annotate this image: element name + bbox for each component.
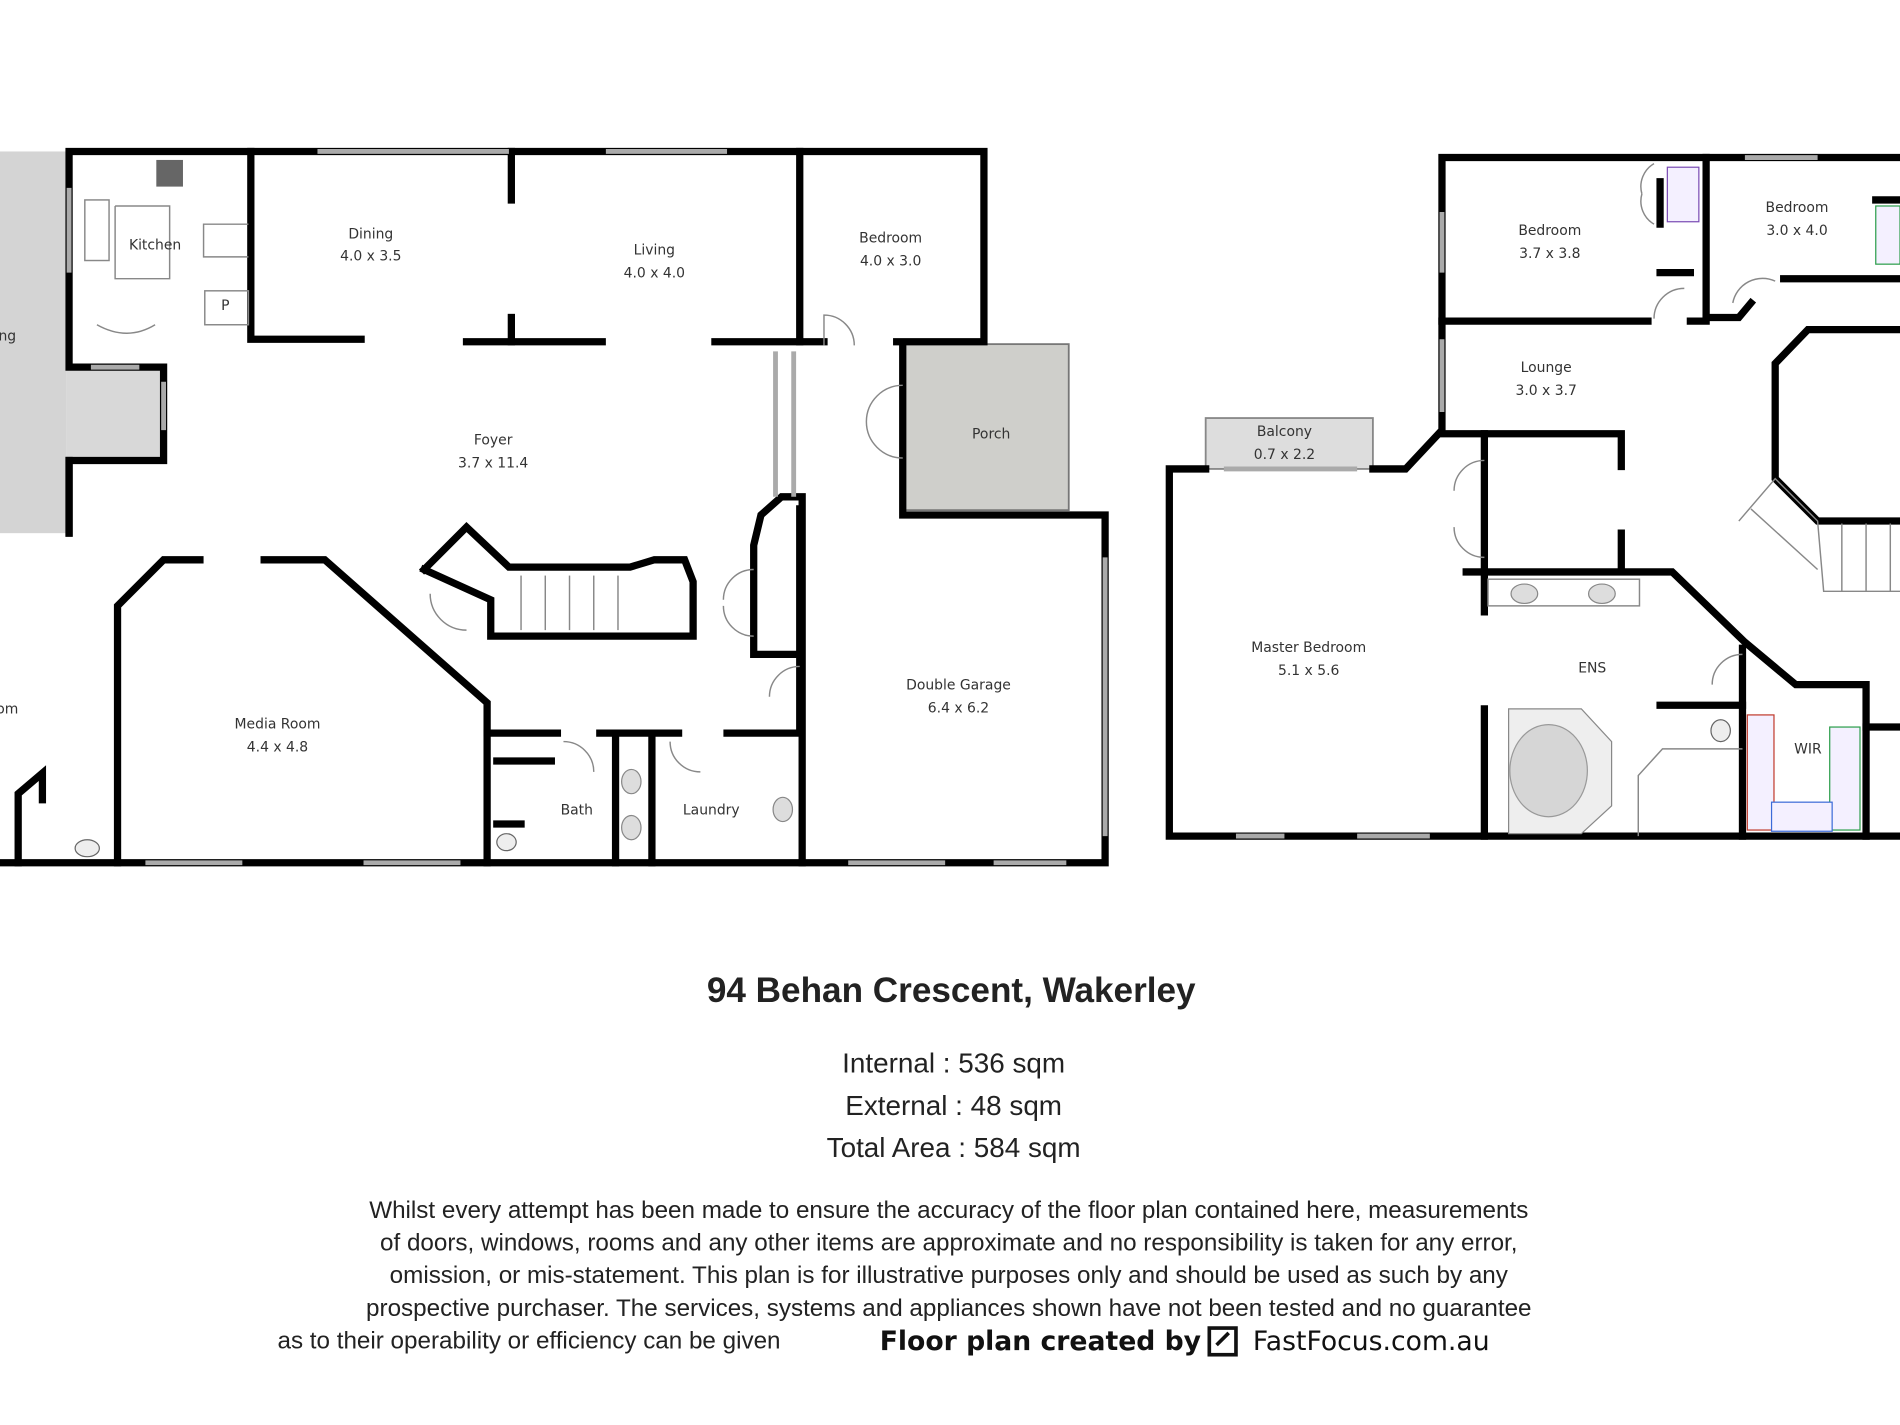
basin-icon <box>1587 583 1616 605</box>
walk-in-robe-shelving <box>1770 801 1833 832</box>
ground-walls <box>0 147 1109 867</box>
room-size-balcony: 0.7 x 2.2 <box>1254 447 1315 463</box>
room-label-living: Living <box>634 242 675 258</box>
upper-windows <box>1223 155 1818 839</box>
room-label-porch: Porch <box>972 427 1010 443</box>
address-title: 94 Behan Crescent, Wakerley <box>707 971 1196 1010</box>
room-size-media-room: 4.4 x 4.8 <box>247 739 308 755</box>
disclaimer-line: omission, or mis-statement. This plan is… <box>390 1262 1509 1289</box>
room-label-balcony: Balcony <box>1257 424 1312 440</box>
room-size-dining: 4.0 x 3.5 <box>340 249 401 265</box>
sink-icon <box>84 199 110 262</box>
porch-area <box>903 343 1070 512</box>
ground-fixtures <box>74 159 903 858</box>
credit-text: Floor plan created by <box>880 1326 1201 1357</box>
toilet-icon <box>74 839 100 858</box>
basin-icon <box>772 796 794 823</box>
fastfocus-logo-icon <box>1207 1326 1238 1357</box>
walk-in-robe-shelving <box>1829 726 1861 831</box>
room-label-media-room: Media Room <box>235 716 321 732</box>
room-label-lounge: Lounge <box>1521 360 1572 376</box>
brand-name: FastFocus.com.au <box>1253 1326 1490 1357</box>
room-size-master-bedroom: 5.1 x 5.6 <box>1278 663 1339 679</box>
cooktop-icon <box>156 159 183 187</box>
room-label-wir: WIR <box>1794 742 1822 758</box>
room-label-kitchen: Kitchen <box>129 238 181 254</box>
room-label-bath: Bath <box>561 802 593 818</box>
room-label-master-bedroom: Master Bedroom <box>1251 640 1366 656</box>
outdoor-patio-nook <box>66 367 164 461</box>
disclaimer-line: as to their operability or efficiency ca… <box>277 1328 780 1355</box>
toilet-icon <box>496 833 517 852</box>
room-label-dining: Dining <box>348 227 393 243</box>
disclaimer-line: prospective purchaser. The services, sys… <box>366 1295 1531 1322</box>
ground-room-labels: Kitchen Dining 4.0 x 3.5 Living 4.0 x 4.… <box>0 227 1011 819</box>
room-size-foyer: 3.7 x 11.4 <box>458 456 528 472</box>
ground-floor-plan: Kitchen Dining 4.0 x 3.5 Living 4.0 x 4.… <box>0 147 1109 867</box>
disclaimer-line: Whilst every attempt has been made to en… <box>369 1197 1528 1224</box>
toilet-icon <box>1710 719 1731 743</box>
upper-floor-plan: Bedroom 3.7 x 3.8 Bedroom 3.0 x 4.0 Loun… <box>1165 153 1900 840</box>
total-area: Total Area : 584 sqm <box>827 1132 1081 1163</box>
balcony-area <box>1204 417 1374 470</box>
wardrobe-icon <box>1875 205 1900 265</box>
room-label-pantry: P <box>221 298 229 314</box>
internal-area: Internal : 536 sqm <box>842 1047 1065 1078</box>
room-label-bedroom: Bedroom <box>859 230 922 246</box>
room-label-bedroom-2: Bedroom <box>1518 223 1581 239</box>
room-label-cutoff: om <box>0 702 18 718</box>
basin-icon <box>621 768 642 795</box>
room-size-lounge: 3.0 x 3.7 <box>1515 383 1576 399</box>
upper-walls <box>1165 153 1900 840</box>
room-size-bedroom-3: 3.0 x 4.0 <box>1766 223 1827 239</box>
room-size-living: 4.0 x 4.0 <box>624 265 685 281</box>
ground-windows <box>66 149 1108 866</box>
room-size-bedroom-2: 3.7 x 3.8 <box>1519 246 1580 262</box>
external-area: External : 48 sqm <box>845 1090 1062 1121</box>
basin-icon <box>1510 583 1539 605</box>
room-size-garage: 6.4 x 6.2 <box>928 701 989 717</box>
wardrobe-icon <box>1666 166 1700 223</box>
room-label-cutoff: ng <box>0 328 16 344</box>
room-size-bedroom: 4.0 x 3.0 <box>860 253 921 269</box>
disclaimer-line: of doors, windows, rooms and any other i… <box>380 1230 1518 1257</box>
basin-icon <box>621 814 642 841</box>
outdoor-patio <box>0 151 67 534</box>
room-label-bedroom-3: Bedroom <box>1766 200 1829 216</box>
room-label-laundry: Laundry <box>683 802 740 818</box>
upper-room-labels: Bedroom 3.7 x 3.8 Bedroom 3.0 x 4.0 Loun… <box>1251 200 1828 758</box>
upper-fixtures <box>1453 162 1900 837</box>
footer: 94 Behan Crescent, Wakerley Internal : 5… <box>277 971 1531 1357</box>
room-label-foyer: Foyer <box>474 433 513 449</box>
room-label-ensuite: ENS <box>1578 661 1606 677</box>
walk-in-robe-shelving <box>1746 714 1775 831</box>
room-label-garage: Double Garage <box>906 677 1011 693</box>
